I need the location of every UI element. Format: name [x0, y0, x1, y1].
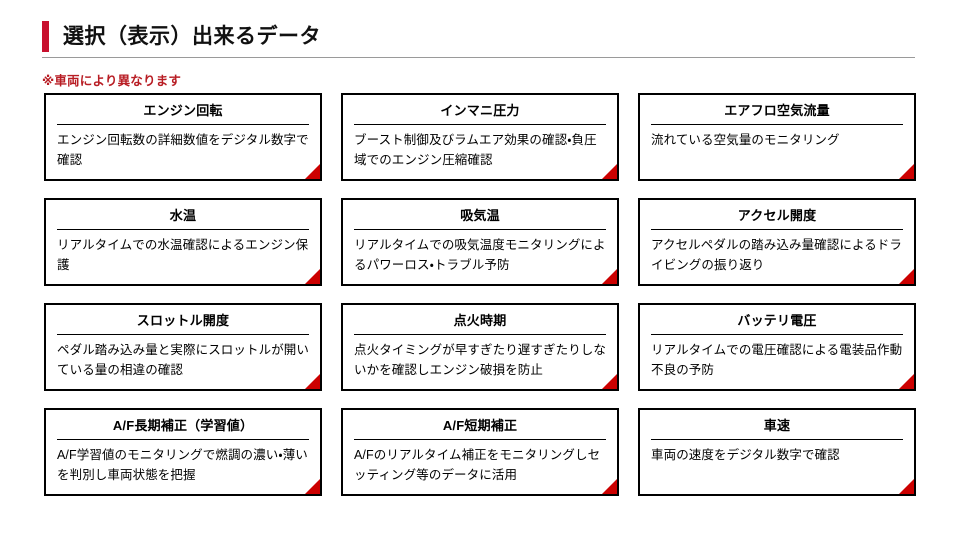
data-card-divider	[354, 439, 606, 440]
data-card-title: 水温	[169, 208, 197, 223]
corner-triangle-icon	[305, 269, 320, 284]
data-card: スロットル開度 ペダル踏み込み量と実際にスロットルが開いている量の相違の確認	[44, 303, 322, 391]
data-card-title: A/F短期補正	[442, 418, 518, 433]
page-header: 選択（表示）出来るデータ	[42, 14, 915, 58]
data-card-title: 点火時期	[453, 313, 507, 328]
data-card-title: 吸気温	[460, 208, 500, 223]
header-divider	[42, 57, 915, 58]
data-card-description: エンジン回転数の詳細数値をデジタル数字で確認	[57, 133, 309, 168]
data-card-title: アクセル開度	[737, 208, 817, 223]
vehicle-variance-note: ※車両により異なります	[42, 74, 182, 88]
data-card-description: リアルタイムでの電圧確認による電装品作動不良の予防	[651, 343, 903, 378]
data-card-grid: エンジン回転 エンジン回転数の詳細数値をデジタル数字で確認 インマニ圧力 ブース…	[44, 93, 916, 496]
data-card-description: A/F学習値のモニタリングで燃調の濃い・薄いを判別し車両状態を把握	[57, 448, 308, 483]
corner-triangle-icon	[899, 164, 914, 179]
data-card-divider	[57, 334, 309, 335]
corner-triangle-icon	[899, 269, 914, 284]
data-card-divider	[354, 334, 606, 335]
corner-triangle-icon	[305, 374, 320, 389]
data-card: エンジン回転 エンジン回転数の詳細数値をデジタル数字で確認	[44, 93, 322, 181]
data-card-divider	[57, 229, 309, 230]
data-card: 水温 リアルタイムでの水温確認によるエンジン保護	[44, 198, 322, 286]
corner-triangle-icon	[305, 479, 320, 494]
data-card-divider	[354, 124, 606, 125]
data-card: 点火時期 点火タイミングが早すぎたり遅すぎたりしないかを確認しエンジン破損を防止	[341, 303, 619, 391]
data-card: アクセル開度 アクセルペダルの踏み込み量確認によるドライビングの振り返り	[638, 198, 916, 286]
data-card-divider	[57, 439, 309, 440]
data-card-description: アクセルペダルの踏み込み量確認によるドライビングの振り返り	[651, 238, 903, 273]
data-card-divider	[651, 124, 903, 125]
corner-triangle-icon	[305, 164, 320, 179]
data-card-title: エアフロ空気流量	[724, 103, 830, 118]
data-card-description: 流れている空気量のモニタリング	[651, 133, 840, 147]
data-card-description: ペダル踏み込み量と実際にスロットルが開いている量の相違の確認	[57, 343, 310, 378]
data-card-divider	[651, 439, 903, 440]
data-card-title: バッテリ電圧	[737, 313, 817, 328]
page-title: 選択（表示）出来るデータ	[63, 24, 321, 48]
data-card-title: 車速	[763, 418, 791, 433]
corner-triangle-icon	[602, 164, 617, 179]
data-card-title: インマニ圧力	[440, 103, 520, 118]
data-card: インマニ圧力 ブースト制御及びラムエア効果の確認・負圧域でのエンジン圧縮確認	[341, 93, 619, 181]
data-card-description: ブースト制御及びラムエア効果の確認・負圧域でのエンジン圧縮確認	[354, 133, 597, 168]
data-card-title: A/F長期補正（学習値）	[112, 418, 254, 433]
data-card: 吸気温 リアルタイムでの吸気温度モニタリングによるパワーロス・トラブル予防	[341, 198, 619, 286]
data-card-title: エンジン回転	[143, 103, 223, 118]
data-card: バッテリ電圧 リアルタイムでの電圧確認による電装品作動不良の予防	[638, 303, 916, 391]
data-card-divider	[57, 124, 309, 125]
corner-triangle-icon	[602, 269, 617, 284]
data-card: A/F長期補正（学習値） A/F学習値のモニタリングで燃調の濃い・薄いを判別し車…	[44, 408, 322, 496]
data-card-description: 点火タイミングが早すぎたり遅すぎたりしないかを確認しエンジン破損を防止	[354, 343, 607, 378]
corner-triangle-icon	[602, 374, 617, 389]
data-card: A/F短期補正 A/Fのリアルタイム補正をモニタリングしセッティング等のデータに…	[341, 408, 619, 496]
data-card: エアフロ空気流量 流れている空気量のモニタリング	[638, 93, 916, 181]
data-card-description: リアルタイムでの水温確認によるエンジン保護	[57, 238, 309, 273]
data-card-divider	[354, 229, 606, 230]
header-accent-bar	[42, 20, 49, 52]
data-card: 車速 車両の速度をデジタル数字で確認	[638, 408, 916, 496]
corner-triangle-icon	[899, 374, 914, 389]
corner-triangle-icon	[602, 479, 617, 494]
data-card-divider	[651, 229, 903, 230]
data-card-description: A/Fのリアルタイム補正をモニタリングしセッティング等のデータに活用	[354, 448, 601, 483]
data-card-divider	[651, 334, 903, 335]
data-card-title: スロットル開度	[136, 313, 230, 328]
corner-triangle-icon	[899, 479, 914, 494]
data-card-description: リアルタイムでの吸気温度モニタリングによるパワーロス・トラブル予防	[354, 238, 606, 273]
data-card-description: 車両の速度をデジタル数字で確認	[651, 448, 840, 462]
